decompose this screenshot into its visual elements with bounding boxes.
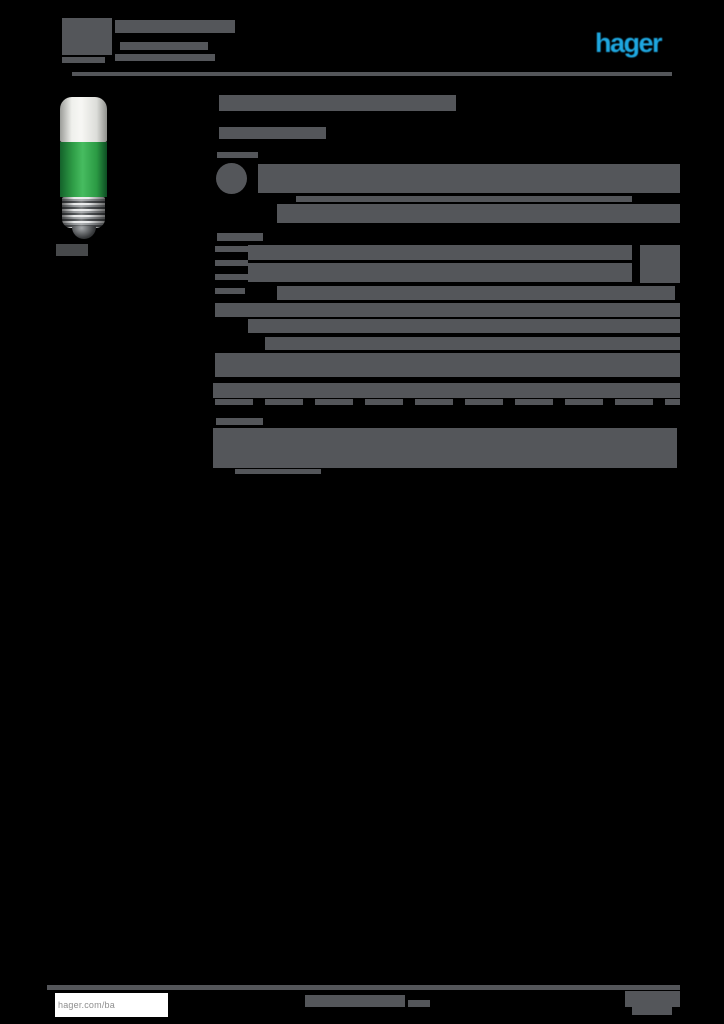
footer-rule bbox=[47, 985, 680, 990]
header-logo-sub bbox=[62, 57, 105, 63]
spec-label-4 bbox=[215, 288, 245, 294]
doc-title-redacted bbox=[219, 95, 456, 111]
product-caption bbox=[56, 244, 88, 256]
spec-text-3 bbox=[277, 286, 675, 300]
section-label-1 bbox=[217, 152, 258, 158]
spec-row-7 bbox=[265, 337, 680, 350]
footer-site-box: hager.com/ba bbox=[55, 993, 168, 1017]
product-image-led-lamp bbox=[57, 93, 110, 243]
lamp-screw-base bbox=[62, 197, 105, 228]
para-2-block bbox=[277, 204, 680, 223]
header-line-2 bbox=[120, 42, 208, 50]
spec-row-9 bbox=[213, 383, 680, 398]
doc-subtitle-redacted bbox=[219, 127, 326, 139]
section-label-3 bbox=[216, 418, 263, 425]
spec-value-block bbox=[640, 245, 680, 283]
spec-label-3 bbox=[215, 274, 250, 280]
lamp-contact-tip bbox=[72, 226, 96, 239]
spec-label-2 bbox=[215, 260, 248, 266]
section-label-2 bbox=[217, 233, 263, 241]
spec-row-6 bbox=[248, 319, 680, 333]
spec-text-1 bbox=[248, 245, 632, 260]
header-line-1 bbox=[115, 20, 235, 33]
spec-label-1 bbox=[215, 246, 250, 252]
hager-logo: hager bbox=[595, 28, 663, 58]
icons-block-tail bbox=[235, 469, 321, 474]
footer-center-line-1 bbox=[305, 995, 405, 1007]
para-1-block bbox=[258, 164, 680, 193]
lamp-cap bbox=[60, 97, 107, 142]
footer-center-line-2 bbox=[408, 1000, 430, 1007]
footer-site-link[interactable]: hager.com/ba bbox=[58, 1000, 115, 1010]
spec-row-10-dashed bbox=[215, 399, 680, 405]
para-1-line bbox=[296, 196, 632, 202]
icons-block bbox=[213, 428, 677, 468]
spec-row-5 bbox=[215, 303, 680, 317]
info-icon-1 bbox=[216, 163, 247, 194]
lamp-green-body bbox=[60, 142, 107, 197]
footer-right-line bbox=[632, 1007, 672, 1015]
header-divider bbox=[72, 72, 672, 76]
header-logo-blob bbox=[62, 18, 112, 55]
header-line-3 bbox=[115, 54, 215, 61]
spec-block-8 bbox=[215, 353, 680, 377]
footer-right-block bbox=[625, 991, 680, 1007]
spec-text-2 bbox=[248, 263, 632, 282]
